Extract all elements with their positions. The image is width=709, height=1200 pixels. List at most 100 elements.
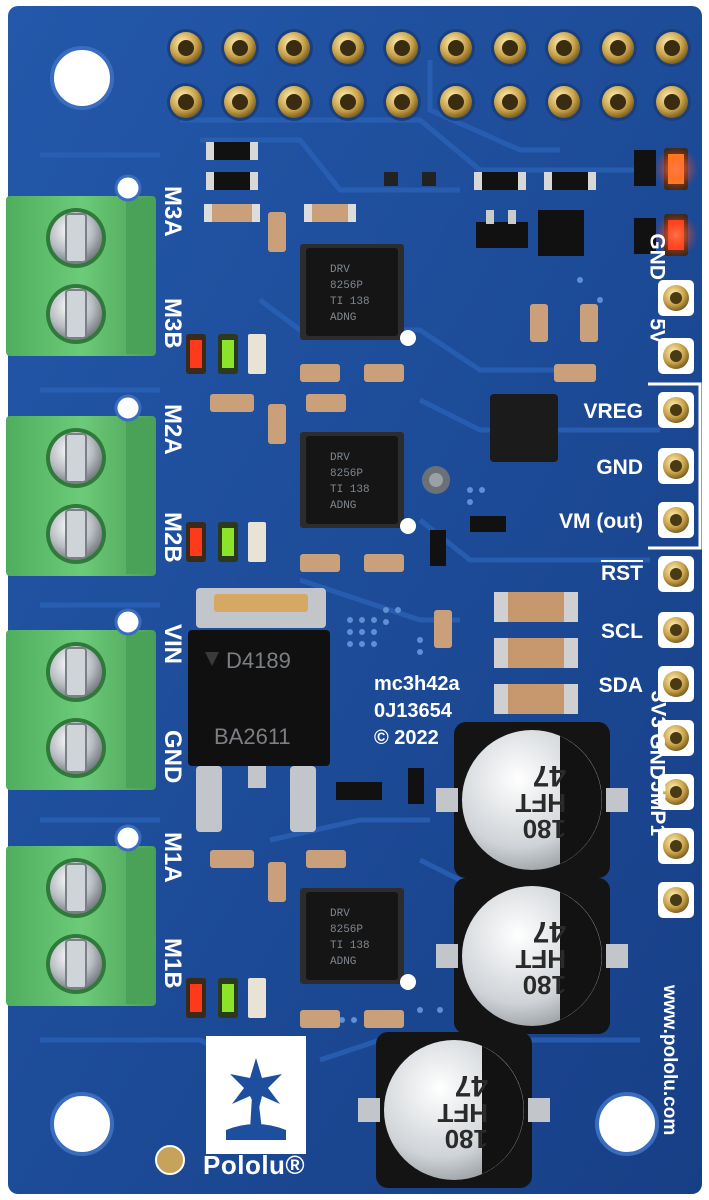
header-pin (599, 83, 637, 121)
driver-chip-text: ADNG (330, 500, 356, 512)
screw-terminal (6, 608, 156, 790)
mounting-holes (50, 46, 659, 1156)
capacitor-text: 180 (523, 970, 566, 1000)
terminal-label: M3B (159, 298, 186, 349)
header-pin (383, 29, 421, 67)
header-pin (275, 29, 313, 67)
header-pin (329, 83, 367, 121)
passive-components (204, 142, 656, 1028)
capacitor-text: HFT (515, 944, 566, 974)
pin-label: RST (601, 562, 643, 585)
status-leds (186, 147, 698, 1018)
brand-text: Pololu® (203, 1150, 306, 1180)
copyright-text: © 2022 (374, 727, 439, 749)
side-header-pin (658, 612, 694, 648)
side-header-pin (658, 882, 694, 918)
header-pin (491, 29, 529, 67)
pin-label: 3V3 (646, 690, 669, 728)
right-header-pins (658, 280, 694, 918)
side-header-pin (658, 774, 694, 810)
side-header-pin (658, 666, 694, 702)
screw-terminal (6, 394, 156, 576)
fiducial-mark (155, 1145, 185, 1175)
capacitor-text: HFT (437, 1098, 488, 1128)
driver-chip-text: ADNG (330, 956, 356, 968)
driver-chip-text: ADNG (330, 312, 356, 324)
capacitor-text: HFT (515, 788, 566, 818)
header-pin (599, 29, 637, 67)
header-pin (653, 29, 691, 67)
terminal-label: M2B (159, 512, 186, 563)
pin-label: JMP1 (646, 781, 669, 836)
pin-label: VM (out) (559, 510, 643, 533)
pin-label: VREG (583, 400, 643, 423)
driver-chip-text: 8256P (330, 280, 363, 292)
driver-chip-text: TI 138 (330, 484, 370, 496)
capacitor-text: 47 (533, 915, 566, 948)
terminal-label: M2A (159, 404, 186, 455)
terminal-label: M1B (159, 938, 186, 989)
pin-label: 5V (646, 318, 669, 344)
terminal-label: M3A (159, 186, 186, 237)
capacitor-text: 47 (455, 1069, 488, 1102)
capacitor-text: 180 (523, 814, 566, 844)
pin-label: SCL (601, 620, 643, 643)
capacitor-text: 47 (533, 759, 566, 792)
driver-chip-text: TI 138 (330, 296, 370, 308)
header-pin (329, 29, 367, 67)
driver-chip-text: 8256P (330, 468, 363, 480)
header-pin (221, 83, 259, 121)
pololu-logo (206, 1036, 306, 1154)
header-pin (167, 83, 205, 121)
side-header-pin (658, 392, 694, 428)
driver-chip-text: 8256P (330, 924, 363, 936)
board-serial-text: 0J13654 (374, 700, 452, 722)
side-header-pin (658, 338, 694, 374)
pin-label: GND (646, 733, 669, 780)
mosfet-line1: D4189 (226, 648, 291, 673)
header-pin (653, 83, 691, 121)
top-header-pins (167, 29, 691, 121)
website-text: www.pololu.com (659, 985, 680, 1136)
header-pin (167, 29, 205, 67)
header-pin (545, 83, 583, 121)
terminal-label: M1A (159, 832, 186, 883)
side-header-pin (658, 280, 694, 316)
mosfet-line2: BA2611 (214, 724, 291, 749)
pin-label: GND (596, 456, 643, 479)
header-pin (491, 83, 529, 121)
driver-chip-text: DRV (330, 264, 350, 276)
driver-chip-text: TI 138 (330, 940, 370, 952)
header-pin (437, 29, 475, 67)
board-revision-text: mc3h42a (374, 673, 460, 695)
terminal-label: GND (159, 730, 186, 784)
side-header-pin (658, 502, 694, 538)
terminal-label: VIN (159, 624, 186, 665)
side-header-pin (658, 720, 694, 756)
header-pin (545, 29, 583, 67)
driver-chip-text: DRV (330, 452, 350, 464)
terminal-blocks (6, 174, 156, 1006)
power-mosfet: D4189 BA2611 (188, 588, 330, 832)
pin-label: SDA (598, 674, 643, 697)
driver-chip-text: DRV (330, 908, 350, 920)
header-pin (275, 83, 313, 121)
side-header-pin (658, 448, 694, 484)
header-pin (383, 83, 421, 121)
capacitor-text: 180 (445, 1124, 488, 1154)
pin-label: GND (646, 233, 669, 280)
screw-terminal (6, 174, 156, 356)
pin-group-bracket (648, 382, 702, 550)
screw-terminal (6, 824, 156, 1006)
header-pin (221, 29, 259, 67)
side-header-pin (658, 828, 694, 864)
